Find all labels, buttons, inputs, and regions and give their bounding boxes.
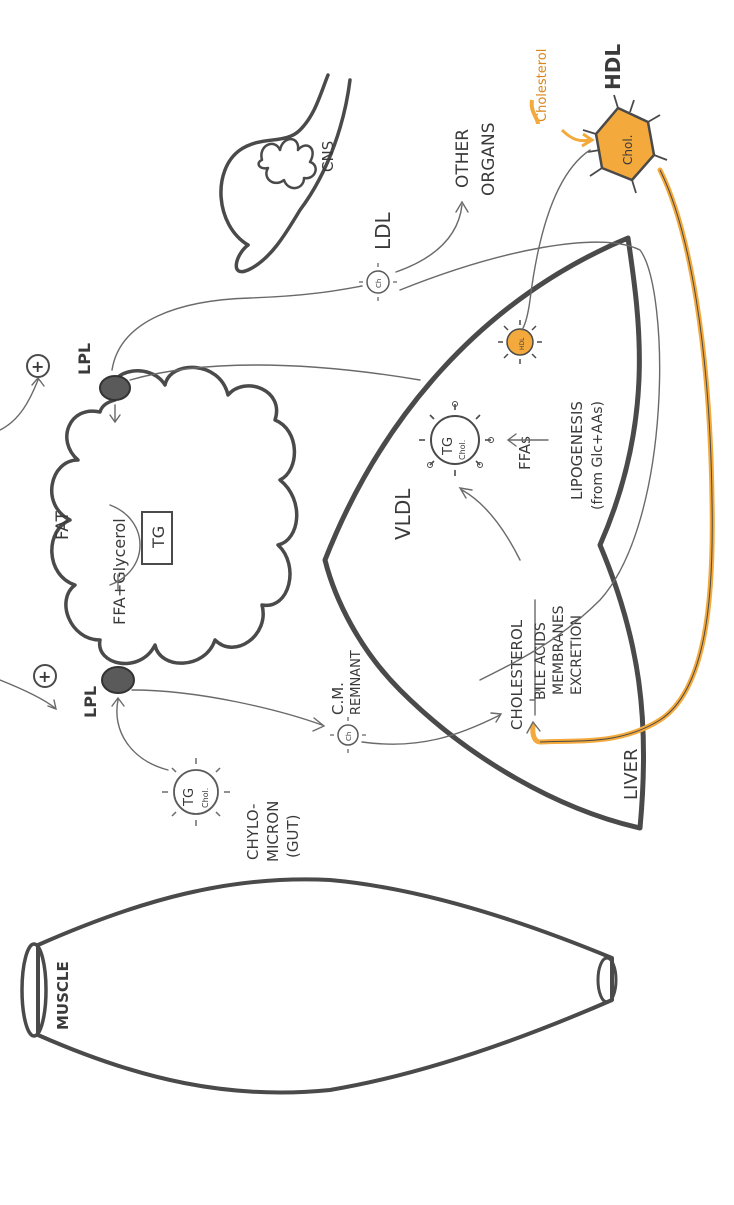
- lpl-top-enzyme: [99, 375, 131, 401]
- chylomicron-label-3: (GUT): [284, 815, 302, 858]
- hdl-cholesterol-input-label: Cholesterol: [535, 49, 550, 122]
- fat-tissue: FAT FFA+Glycerol TG: [50, 365, 299, 694]
- bile-acids-label: BILE ACIDS: [533, 622, 549, 700]
- plus-bottom-label: +: [38, 667, 51, 686]
- lpl-top: LPL +: [0, 343, 94, 431]
- hdl-label: HDL: [601, 44, 625, 90]
- cm-remnant-label-1: C.M.: [329, 682, 347, 715]
- lipogenesis-label: LIPOGENESIS: [568, 401, 586, 500]
- hdl-particle: Chol. HDL Cholesterol: [521, 44, 668, 331]
- lpl-top-label: LPL: [75, 343, 94, 375]
- muscle-organ: MUSCLE: [20, 877, 618, 1095]
- cholesterol-label: CHOLESTEROL: [508, 619, 526, 730]
- other-organs-label-2: ORGANS: [479, 122, 499, 196]
- cns-label: CNS: [319, 141, 337, 172]
- lpl-bottom-label: LPL: [81, 686, 100, 718]
- ldl-label: LDL: [371, 211, 395, 250]
- vldl-tg-label: TG: [441, 437, 456, 456]
- liver-label: LIVER: [621, 748, 642, 800]
- cm-remnant-label-2: REMNANT: [349, 650, 364, 715]
- vldl-chol-label: Chol.: [458, 440, 467, 460]
- other-organs-label-1: OTHER: [453, 129, 473, 188]
- lpl-bottom-enzyme: [101, 666, 135, 694]
- lpl-bottom: LPL +: [0, 664, 100, 718]
- chylomicron-tg-label: TG: [182, 788, 197, 807]
- plus-top-label: +: [31, 357, 44, 376]
- chylomicron-label-2: MICRON: [264, 801, 282, 862]
- nascent-hdl-label: HDL: [519, 337, 526, 350]
- nascent-hdl-particle: HDL: [498, 320, 542, 364]
- chylomicron-particle: TG Chol. CHYLO- MICRON (GUT): [111, 696, 302, 862]
- tg-box-label: TG: [149, 526, 168, 549]
- muscle-label: MUSCLE: [54, 961, 72, 1030]
- excretion-label: EXCRETION: [569, 615, 585, 695]
- cns-organ: CNS: [219, 73, 352, 274]
- ldl-ch-label: Ch: [375, 279, 383, 288]
- ffa-glycerol-label: FFA+Glycerol: [110, 518, 129, 625]
- chylomicron-chol-label: Chol.: [201, 788, 210, 808]
- lipogenesis-source-label: (from Glc+AAs): [590, 401, 606, 510]
- cm-remnant-particle: Ch C.M. REMNANT: [131, 650, 503, 753]
- cm-remnant-ch-label: Ch: [345, 732, 353, 741]
- lipogenesis-block: FFAs LIPOGENESIS (from Glc+AAs): [506, 401, 606, 510]
- liver-organ: LIVER: [322, 235, 647, 831]
- ldl-particle: Ch LDL: [111, 200, 661, 681]
- cholesterol-block: CHOLESTEROL BILE ACIDS MEMBRANES EXCRETI…: [458, 487, 585, 730]
- hdl-chol-label: Chol.: [621, 135, 635, 165]
- vldl-label: VLDL: [391, 488, 415, 540]
- fat-label: FAT: [53, 510, 73, 540]
- ffas-label: FFAs: [516, 436, 534, 470]
- other-organs: OTHER ORGANS: [453, 122, 499, 196]
- chylomicron-label-1: CHYLO-: [244, 804, 262, 860]
- vldl-particle: VLDL TG Chol.: [391, 401, 494, 540]
- membranes-label: MEMBRANES: [551, 605, 567, 695]
- tg-box: [141, 511, 173, 565]
